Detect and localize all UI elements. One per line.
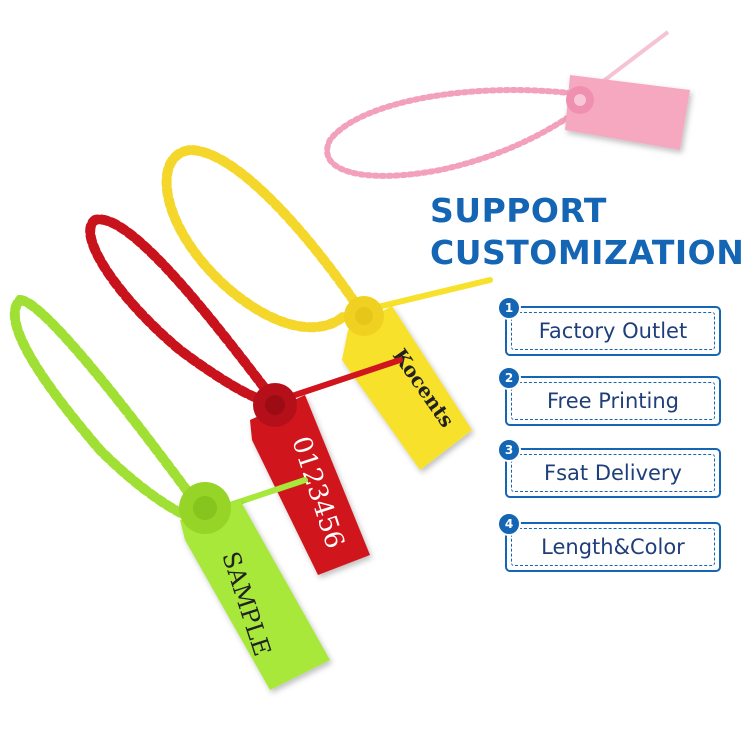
- feature-label: Length&Color: [541, 535, 685, 559]
- feature-number-badge: 4: [497, 512, 521, 536]
- headline-line-2: CUSTOMIZATION: [430, 233, 745, 272]
- feature-label: Fsat Delivery: [544, 461, 682, 485]
- headline: SUPPORT CUSTOMIZATION: [430, 190, 744, 274]
- feature-box-dashed-border: [511, 454, 715, 492]
- headline-line-1: SUPPORT: [430, 191, 607, 230]
- feature-box-4: Length&Color 4: [497, 512, 721, 572]
- feature-number-badge: 3: [497, 438, 521, 462]
- green-seal: SAMPLE: [9, 294, 330, 690]
- feature-number-badge: 1: [497, 296, 521, 320]
- feature-box-dashed-border: [511, 312, 715, 350]
- feature-number-badge: 2: [497, 366, 521, 390]
- feature-box-2: Free Printing 2: [497, 366, 721, 426]
- pink-seal: [324, 30, 690, 179]
- feature-box-1: Factory Outlet 1: [497, 296, 721, 356]
- feature-label: Factory Outlet: [538, 319, 688, 343]
- feature-box-dashed-border: [511, 528, 715, 566]
- feature-box-3: Fsat Delivery 3: [497, 438, 721, 498]
- feature-label: Free Printing: [546, 389, 680, 413]
- feature-box-dashed-border: [511, 382, 715, 420]
